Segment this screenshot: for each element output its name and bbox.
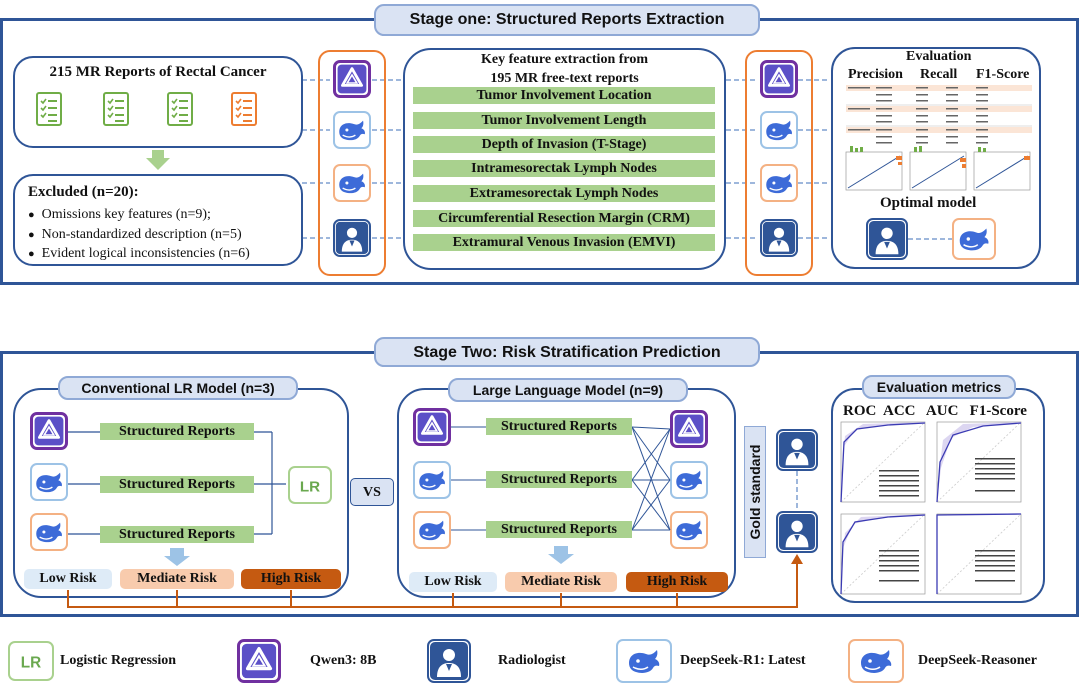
feature-bar: Intramesorectak Lymph Nodes — [413, 160, 715, 177]
radiologist-icon — [333, 219, 371, 257]
legend-label: DeepSeek-Reasoner — [918, 653, 1037, 668]
optimal-model-connector — [908, 238, 952, 240]
excluded-title: Excluded (n=20): — [28, 184, 139, 200]
eval-metrics-title: Evaluation metrics — [862, 375, 1016, 399]
deepseek-r1-icon — [760, 111, 798, 149]
stage-one-title: Stage one: Structured Reports Extraction — [374, 4, 760, 36]
feature-bar: Circumferential Resection Margin (CRM) — [413, 210, 715, 227]
key-feature-subtitle: 195 MR free-text reports — [490, 71, 639, 86]
structured-reports-bar: Structured Reports — [100, 423, 254, 440]
risk-low: Low Risk — [24, 569, 112, 589]
reports-title: 215 MR Reports of Rectal Cancer — [49, 64, 267, 80]
deepseek-reasoner-icon — [848, 639, 904, 683]
excluded-item: ● Evident logical inconsistencies (n=6) — [28, 246, 250, 261]
excluded-item: ● Non-standardized description (n=5) — [28, 227, 242, 242]
structured-reports-bar: Structured Reports — [486, 418, 632, 435]
excluded-box — [13, 174, 303, 266]
metric-recall: Recall — [920, 67, 958, 82]
qwen-icon — [670, 410, 708, 448]
svg-text:LR: LR — [21, 654, 41, 671]
radiologist-icon — [866, 218, 908, 260]
key-feature-box — [403, 48, 726, 270]
deepseek-r1-icon — [30, 463, 68, 501]
lr-connectors — [68, 431, 286, 566]
llm-title: Large Language Model (n=9) — [448, 378, 688, 402]
llm-connectors — [451, 426, 671, 564]
evaluation-title: Evaluation — [906, 49, 972, 64]
model-column-left — [318, 50, 386, 276]
deepseek-reasoner-icon — [30, 513, 68, 551]
evaluation-mini-table — [846, 84, 1032, 148]
key-feature-title: Key feature extraction from — [480, 52, 649, 67]
legend-label: Radiologist — [498, 653, 566, 668]
eval-metrics-list: ROC ACC AUC F1-Score — [843, 403, 1027, 419]
gold-standard-label: Gold standard — [744, 426, 766, 558]
deepseek-reasoner-icon — [333, 164, 371, 202]
deepseek-r1-icon — [333, 111, 371, 149]
evaluation-mini-plots — [845, 146, 1031, 191]
deepseek-r1-icon — [616, 639, 672, 683]
feature-bar: Depth of Invasion (T-Stage) — [413, 136, 715, 153]
deepseek-reasoner-icon — [952, 218, 996, 260]
stage-two-title: Stage Two: Risk Stratification Predictio… — [374, 337, 760, 367]
risk-to-gold-arrow — [67, 554, 803, 608]
risk-mediate: Mediate Risk — [505, 572, 617, 592]
deepseek-reasoner-icon — [670, 511, 708, 549]
model-column-right — [745, 50, 813, 276]
deepseek-r1-icon — [413, 461, 451, 499]
radiologist-icon — [427, 639, 471, 683]
legend-label: Logistic Regression — [60, 653, 177, 668]
lr-icon: LR — [8, 641, 54, 681]
risk-mediate: Mediate Risk — [120, 569, 234, 589]
deepseek-reasoner-icon — [760, 164, 798, 202]
qwen-icon — [760, 60, 798, 98]
risk-high: High Risk — [241, 569, 341, 589]
radiologist-icon — [776, 429, 818, 471]
radiologist-icon — [760, 219, 798, 257]
optimal-model-label: Optimal model — [880, 195, 977, 211]
gold-standard-connector — [796, 471, 798, 511]
legend-label: DeepSeek-R1: Latest — [680, 653, 806, 668]
lr-model-title: Conventional LR Model (n=3) — [58, 376, 298, 400]
deepseek-reasoner-icon — [413, 511, 451, 549]
feature-bar: Tumor Involvement Length — [413, 112, 715, 129]
risk-low: Low Risk — [409, 572, 497, 592]
feature-bar: Extramural Venous Invasion (EMVI) — [413, 234, 715, 251]
excluded-item: ● Omissions key features (n=9); — [28, 207, 211, 222]
roc-mini-plots — [840, 421, 1022, 595]
lr-icon: LR — [288, 466, 332, 504]
risk-high: High Risk — [626, 572, 728, 592]
vs-label: VS — [350, 478, 394, 506]
legend-label: Qwen3: 8B — [310, 653, 377, 668]
qwen-icon — [333, 60, 371, 98]
radiologist-icon — [776, 511, 818, 553]
metric-f1: F1-Score — [976, 67, 1030, 82]
metric-precision: Precision — [848, 67, 903, 82]
structured-reports-bar: Structured Reports — [486, 521, 632, 538]
feature-bar: Tumor Involvement Location — [413, 87, 715, 104]
qwen-icon — [237, 639, 281, 683]
structured-reports-bar: Structured Reports — [100, 476, 254, 493]
feature-bar: Extramesorectak Lymph Nodes — [413, 185, 715, 202]
qwen-icon — [30, 412, 68, 450]
deepseek-r1-icon — [670, 461, 708, 499]
qwen-icon — [413, 408, 451, 446]
svg-text:LR: LR — [300, 478, 320, 495]
structured-reports-bar: Structured Reports — [486, 471, 632, 488]
structured-reports-bar: Structured Reports — [100, 526, 254, 543]
stage-one-connectors — [146, 79, 830, 239]
